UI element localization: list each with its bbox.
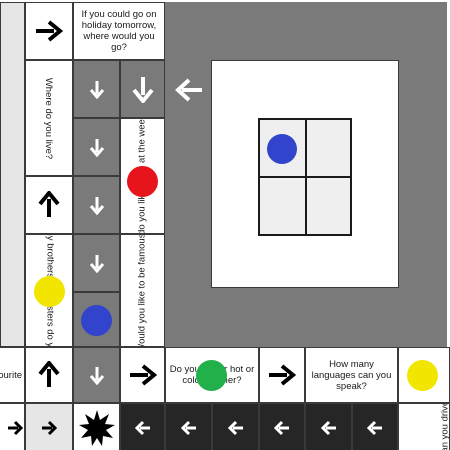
- arrow-up-icon: [38, 191, 60, 217]
- arrow-left-icon: [134, 420, 150, 435]
- cell-bottom-left-arrow-1: [120, 403, 165, 450]
- cell-start-arrow: [25, 2, 73, 60]
- arrow-down-icon: [89, 139, 104, 157]
- arrow-left-icon: [174, 77, 206, 103]
- question-cell-favourite: favourite: [0, 347, 25, 403]
- arrow-right-icon: [42, 420, 58, 435]
- green-piece[interactable]: [196, 360, 227, 391]
- cell-bottom-left-arrow-5: [305, 403, 352, 450]
- dice-grid: [258, 118, 352, 236]
- arrow-left-icon: [180, 420, 196, 435]
- arrow-down-icon: [131, 77, 154, 103]
- arrow-up-icon: [38, 361, 60, 387]
- question-cell-siblings: How many brothers and sisters do you hav…: [25, 234, 73, 347]
- question-famous-text: Would you like to be famous?: [137, 234, 149, 347]
- cell-down-arrow-5: [73, 347, 120, 403]
- question-languages-text: How many languages can you speak?: [311, 358, 392, 392]
- arrow-down-icon: [89, 81, 104, 99]
- cell-up-arrow-2: [25, 347, 73, 403]
- cell-burst: [73, 403, 120, 450]
- question-live-text: Where do you live?: [43, 77, 55, 159]
- cell-right-arrow-2: [259, 347, 305, 403]
- arrow-right-icon: [129, 364, 157, 386]
- yellow-piece-right[interactable]: [407, 360, 438, 391]
- question-holiday-text: If you could go on holiday tomorrow, whe…: [81, 9, 157, 53]
- cell-bottom-left-arrow-6: [352, 403, 398, 450]
- arrow-down-icon: [89, 367, 104, 385]
- cell-bottom-arrow-0: [0, 403, 25, 450]
- question-favourite-text: favourite: [0, 369, 22, 381]
- arrow-left-icon: [366, 420, 382, 435]
- arrow-down-icon: [89, 255, 104, 273]
- question-cell-holiday: If you could go on holiday tomorrow, whe…: [73, 2, 165, 60]
- cell-down-arrow-4: [73, 234, 120, 292]
- cell-bottom-arrow-1: [25, 403, 73, 450]
- cell-down-arrow-2: [73, 118, 120, 176]
- red-piece[interactable]: [127, 166, 158, 197]
- cell-up-arrow-1: [25, 176, 73, 234]
- question-cell-drive: Can you drive?: [398, 403, 450, 450]
- blue-piece[interactable]: [81, 305, 112, 336]
- arrow-left-icon: [227, 420, 243, 435]
- cell-down-arrow-3: [73, 176, 120, 234]
- left-margin: [0, 2, 25, 347]
- cell-down-arrow-big: [120, 60, 165, 118]
- yellow-piece[interactable]: [34, 276, 65, 307]
- question-drive-text: Can you drive?: [439, 403, 450, 450]
- blue-piece-dice[interactable]: [267, 134, 297, 164]
- arrow-right-icon: [269, 364, 297, 386]
- question-cell-languages: How many languages can you speak?: [305, 347, 398, 403]
- arrow-left-icon: [273, 420, 289, 435]
- cell-bottom-left-arrow-3: [212, 403, 259, 450]
- question-cell-famous: Would you like to be famous?: [120, 234, 165, 347]
- burst-icon: [78, 409, 115, 446]
- arrow-down-icon: [89, 197, 104, 215]
- arrow-right-icon: [8, 420, 24, 435]
- cell-right-arrow-1: [120, 347, 165, 403]
- cell-bottom-left-arrow-2: [165, 403, 212, 450]
- cell-bottom-left-arrow-4: [259, 403, 305, 450]
- center-card: [211, 60, 399, 288]
- question-cell-live: Where do you live?: [25, 60, 73, 176]
- cell-down-arrow-1: [73, 60, 120, 118]
- arrow-right-icon: [36, 20, 64, 42]
- arrow-left-icon: [320, 420, 336, 435]
